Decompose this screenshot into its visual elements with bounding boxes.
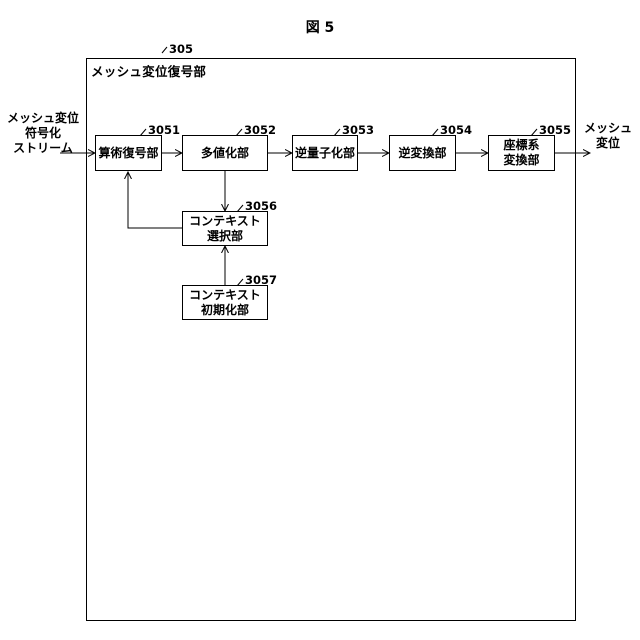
inverse-transform-block: 逆変換部	[389, 135, 456, 171]
decoder-ref: 305	[169, 42, 193, 56]
decoder-label: メッシュ変位復号部	[91, 61, 206, 80]
context-initialization-block: コンテキスト 初期化部	[182, 285, 268, 320]
input-label: メッシュ変位 符号化 ストリーム	[2, 111, 84, 156]
multivalue-block: 多値化部	[182, 135, 268, 171]
coordinate-transform-block: 座標系 変換部	[488, 135, 555, 171]
output-label: メッシュ 変位	[578, 121, 638, 151]
context-selection-block: コンテキスト 選択部	[182, 211, 268, 246]
figure-title: 図 5	[0, 17, 640, 37]
arithmetic-decoding-block: 算術復号部	[95, 135, 162, 171]
dequantization-block: 逆量子化部	[292, 135, 358, 171]
